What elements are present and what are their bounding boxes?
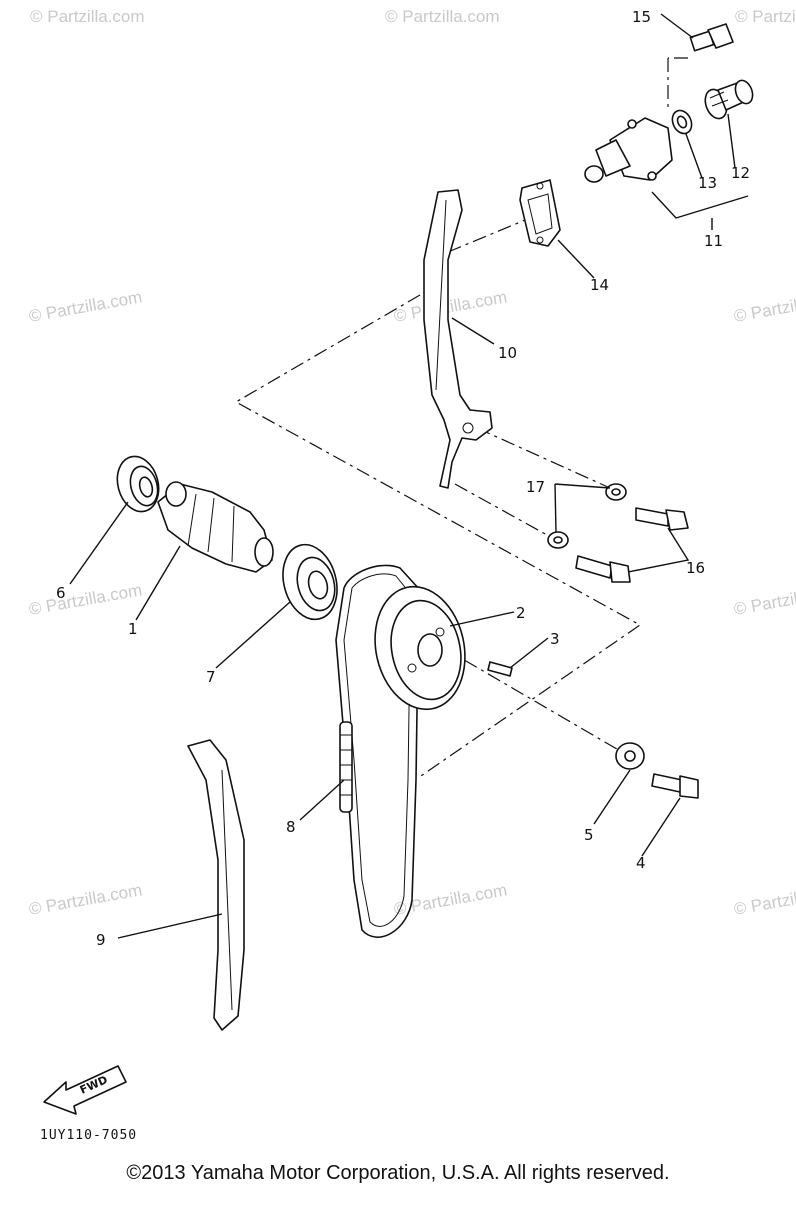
drawing-code: 1UY110-7050 (40, 1128, 138, 1143)
callout-1: 1 (128, 620, 138, 638)
watermark-text: © Partzilla.com (27, 287, 143, 326)
washer-5-icon (615, 742, 645, 770)
sprocket-2-icon (374, 585, 466, 711)
callout-8: 8 (286, 818, 296, 836)
copyright-notice: ©2013 Yamaha Motor Corporation, U.S.A. A… (126, 1162, 670, 1184)
watermark-text: © Partzilla.com (735, 7, 796, 26)
chain-guide-9-icon (187, 739, 245, 1031)
chain-guide-10-icon (423, 189, 493, 489)
callout-11: 11 (704, 232, 723, 250)
pin-3-icon (487, 661, 513, 677)
watermark-text: © Partzilla.com (27, 880, 143, 919)
bolt-4-icon (651, 773, 699, 799)
fwd-arrow-icon: FWD (43, 1065, 127, 1115)
callout-10: 10 (498, 344, 517, 362)
bearing-6-icon (116, 455, 160, 513)
callout-15: 15 (632, 8, 651, 26)
watermark-text: © Partzilla.com (392, 880, 508, 919)
leader-lines (69, 13, 749, 939)
watermark-text: © Partzilla.com (27, 580, 143, 619)
watermark-text: © Partzilla.com (385, 7, 500, 26)
callout-5: 5 (584, 826, 594, 844)
bolt-16-icon (575, 507, 689, 583)
callout-13: 13 (698, 174, 717, 192)
cam-chain-8-icon (335, 564, 421, 938)
washer-17-icon (547, 483, 627, 549)
bolt-15-icon (689, 23, 734, 52)
watermark-text: © Partzilla.com (30, 7, 145, 26)
callout-7: 7 (206, 668, 216, 686)
watermark-text: © Partzilla.com (392, 287, 508, 326)
watermark-text: © Partzilla.com (732, 880, 796, 919)
callout-3: 3 (550, 630, 560, 648)
callout-16: 16 (686, 559, 705, 577)
callout-2: 2 (516, 604, 526, 622)
tensioner-11-icon (584, 117, 673, 183)
callout-4: 4 (636, 854, 646, 872)
callouts: 15 12 13 11 14 10 17 16 6 1 7 2 3 5 4 8 … (56, 8, 750, 949)
union-bolt-12-icon (704, 79, 754, 120)
callout-9: 9 (96, 931, 106, 949)
callout-17: 17 (526, 478, 545, 496)
callout-6: 6 (56, 584, 66, 602)
watermark-text: © Partzilla.com (732, 287, 796, 326)
bearing-7-icon (282, 543, 338, 621)
gasket-14-icon (519, 179, 561, 247)
callout-14: 14 (590, 276, 609, 294)
watermark-text: © Partzilla.com (732, 580, 796, 619)
camshaft-1-icon (157, 481, 274, 573)
callout-12: 12 (731, 164, 750, 182)
gasket-13-icon (671, 109, 693, 135)
